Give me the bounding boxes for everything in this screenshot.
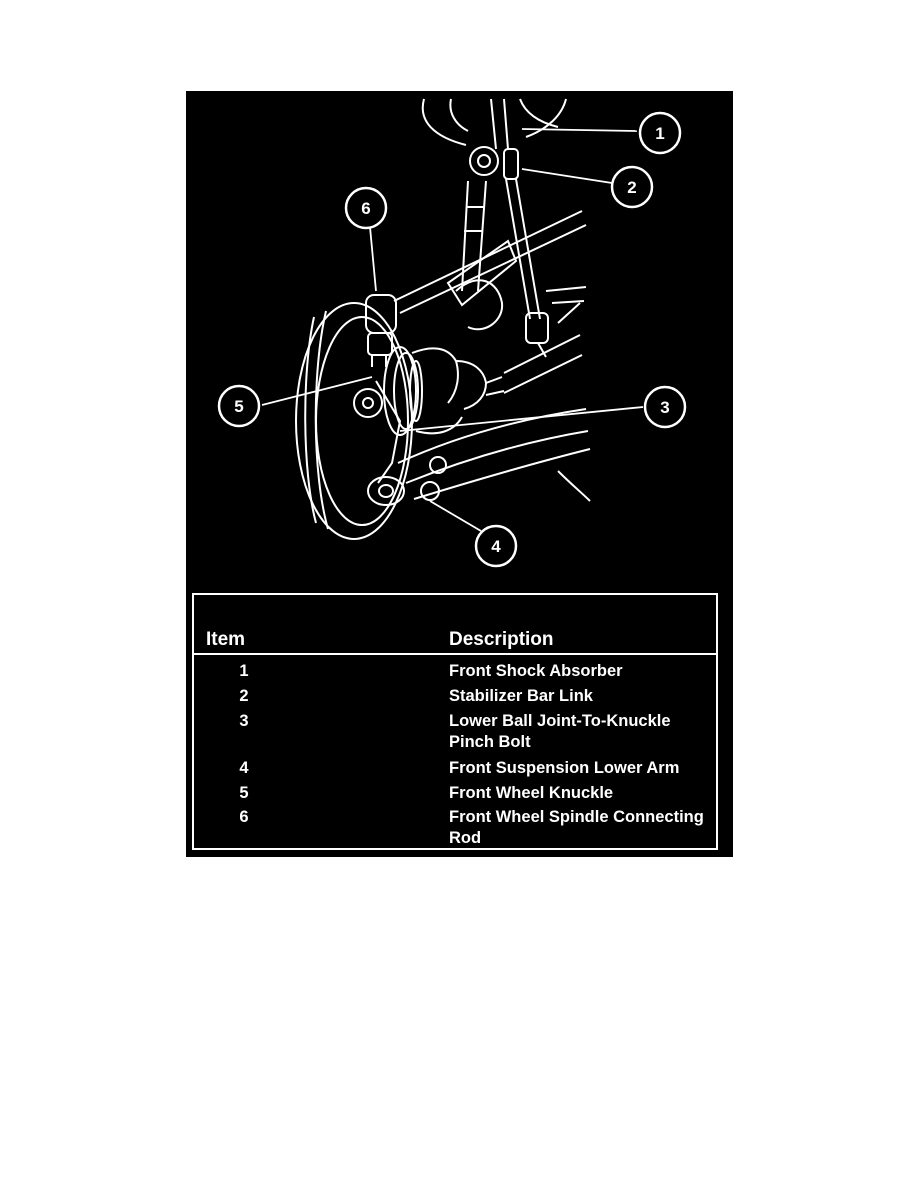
cv-boot-drawing [383, 334, 583, 436]
callout-1: 1 [638, 111, 682, 155]
legend-item-description: Lower Ball Joint-To-Knuckle Pinch Bolt [449, 712, 671, 751]
legend-item-description: Front Wheel Spindle Connecting Rod [449, 808, 704, 847]
legend-item-number: 5 [239, 784, 249, 802]
callout-1-number: 1 [655, 124, 664, 143]
suspension-diagram: 1 2 3 4 5 6 [217, 98, 687, 568]
callout-2: 2 [610, 165, 654, 209]
callout-5: 5 [217, 384, 261, 428]
callout-6: 6 [344, 186, 388, 230]
brake-rotor-drawing [295, 302, 413, 540]
callout-4: 4 [474, 524, 518, 568]
shock-absorber-drawing [421, 98, 567, 292]
callout-2-number: 2 [627, 178, 636, 197]
callout-5-number: 5 [234, 397, 243, 416]
suspension-figure: 1 2 3 4 5 6 Ite [186, 91, 733, 857]
legend-table: Item Description 1 Front Shock Absorber … [192, 593, 718, 850]
callout-3: 3 [643, 385, 687, 429]
legend-header-item: Item [206, 629, 246, 650]
legend-item-number: 1 [239, 662, 249, 680]
control-arms-drawing [393, 210, 591, 502]
legend-header-description: Description [449, 629, 554, 650]
legend-item-number: 6 [239, 808, 249, 826]
stabilizer-link-drawing [503, 148, 581, 358]
legend-item-number: 4 [239, 759, 249, 777]
legend-item-description: Front Wheel Knuckle [449, 784, 614, 802]
callout-4-number: 4 [491, 537, 501, 556]
legend-item-number: 3 [239, 712, 249, 730]
legend-header: Item Description [194, 595, 716, 655]
callout-6-number: 6 [361, 199, 370, 218]
legend-item-description: Stabilizer Bar Link [449, 687, 593, 705]
legend-item-description: Front Suspension Lower Arm [449, 759, 680, 777]
legend-item-number: 2 [239, 687, 249, 705]
leader-lines [261, 128, 644, 532]
knuckle-drawing [365, 294, 447, 506]
legend-item-description: Front Shock Absorber [449, 662, 623, 680]
callout-3-number: 3 [660, 398, 669, 417]
callouts: 1 2 3 4 5 6 [217, 111, 687, 568]
